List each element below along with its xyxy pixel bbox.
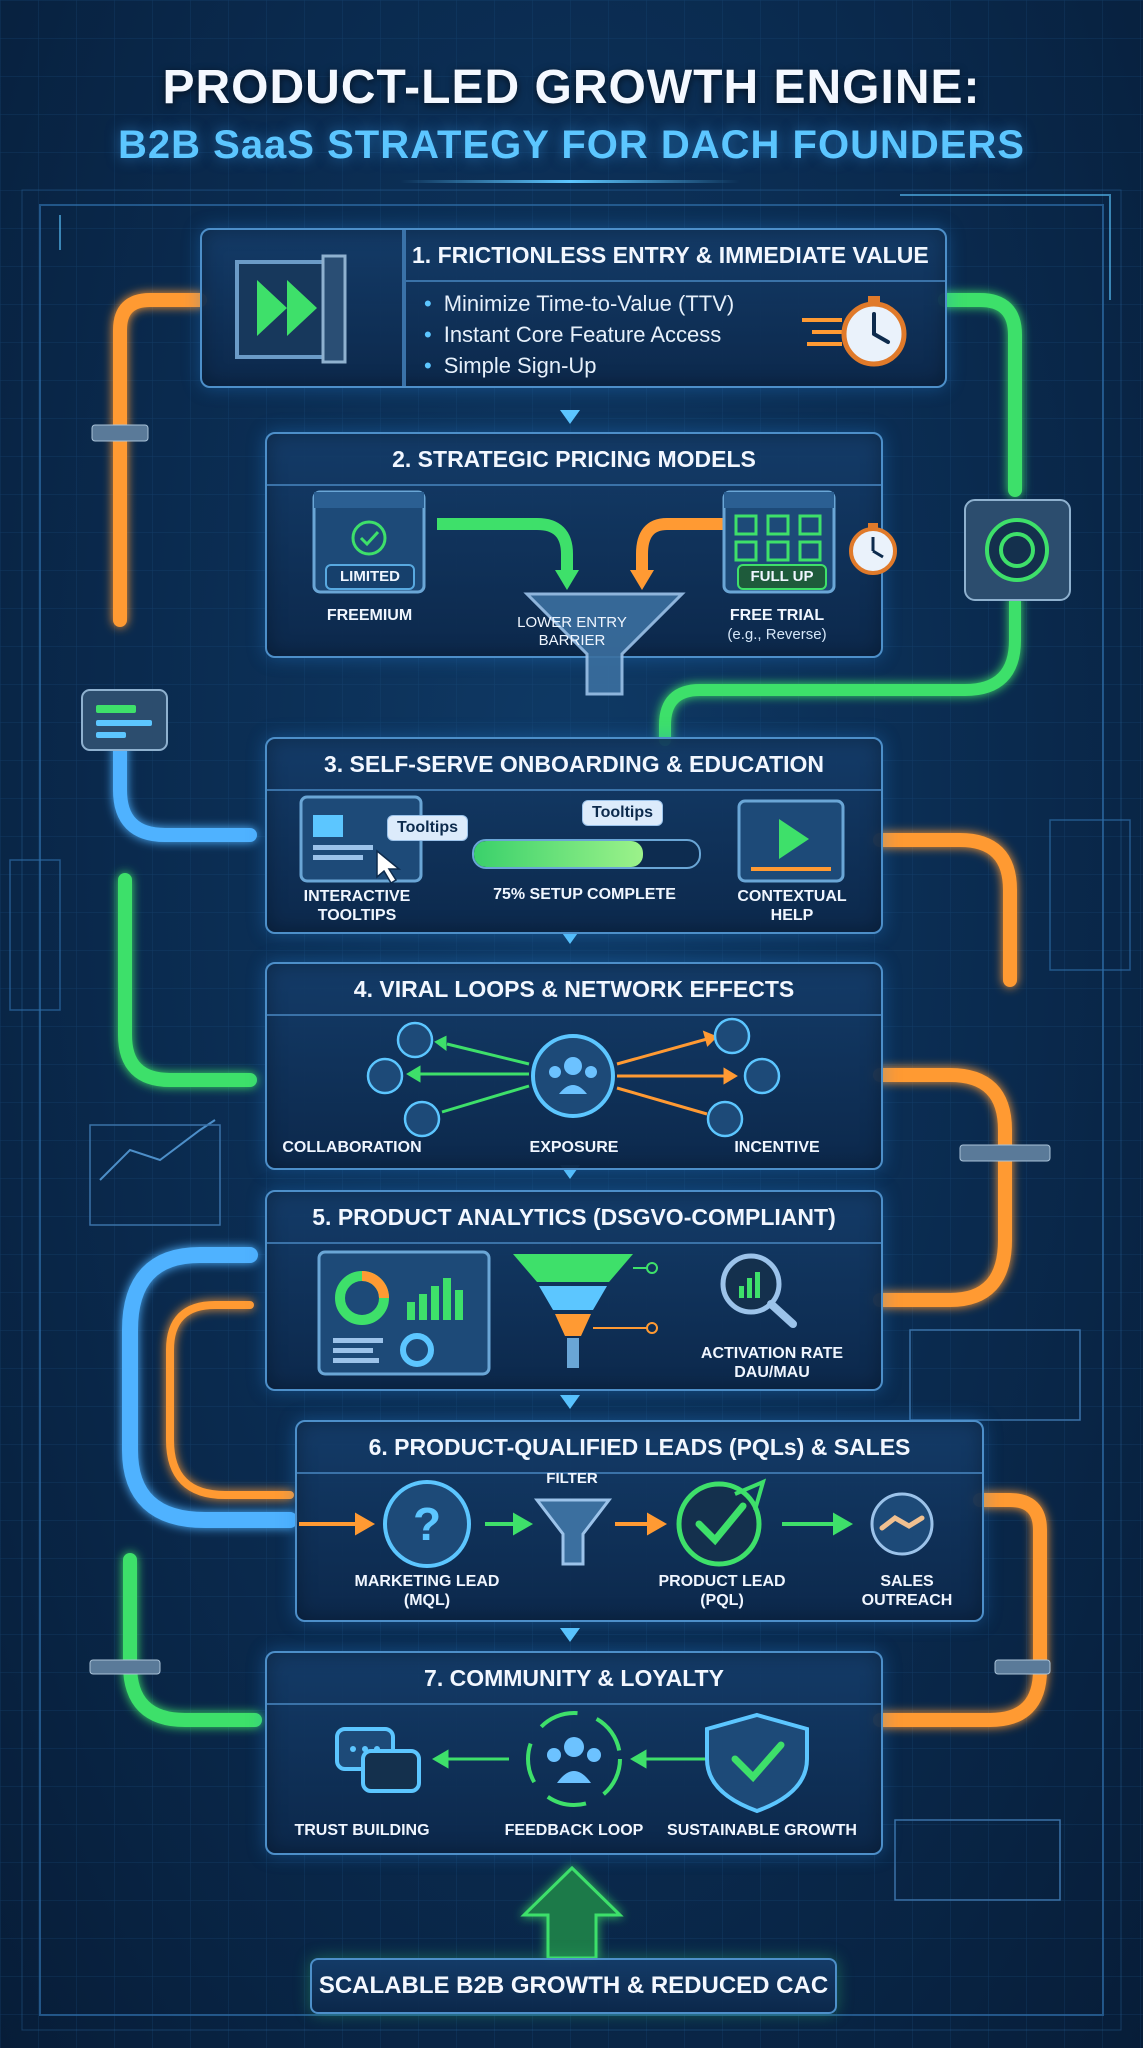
- sustainable-growth-label: SUSTAINABLE GROWTH: [667, 1822, 857, 1839]
- free-trial-note: (e.g., Reverse): [727, 626, 827, 643]
- free-trial-badge: FULL UP: [737, 564, 827, 590]
- stopwatch-icon: [802, 296, 907, 367]
- pipe-blue-left: [113, 713, 257, 842]
- step-5-title: 5. PRODUCT ANALYTICS (DSGVO-COMPLIANT): [312, 1204, 836, 1230]
- funnel-icon: [437, 518, 777, 696]
- community-icons: [335, 1711, 809, 1814]
- step-5-panel: 5. PRODUCT ANALYTICS (DSGVO-COMPLIANT) A…: [265, 1190, 883, 1391]
- pipe-orange-right: [873, 833, 1017, 987]
- trust-building-label: TRUST BUILDING: [294, 1822, 430, 1839]
- stopwatch-icon: [849, 523, 897, 575]
- list-item: Minimize Time-to-Value (TTV): [424, 288, 735, 319]
- growth-up-arrow: [520, 1865, 624, 1960]
- lead-flow-icons: ?: [299, 1478, 934, 1568]
- pipe-orange-loop: [166, 1301, 294, 1499]
- pql-label: PRODUCT LEAD (PQL): [658, 1573, 786, 1609]
- pipe-green-left: [118, 873, 257, 1087]
- interactive-tooltips-label: INTERACTIVE TOOLTIPS: [303, 888, 411, 924]
- collaboration-label: COLLABORATION: [282, 1139, 422, 1156]
- step-7-panel: 7. COMMUNITY & LOYALTY TRUST BUILDING FE…: [265, 1651, 883, 1855]
- outcome-banner: SCALABLE B2B GROWTH & REDUCED CAC: [310, 1958, 837, 2014]
- step-4-title: 4. VIRAL LOOPS & NETWORK EFFECTS: [353, 976, 795, 1002]
- pipe-green-left-bottom: [123, 1553, 262, 1727]
- pipe-coupler: [89, 1659, 161, 1675]
- feedback-loop-label: FEEDBACK LOOP: [504, 1822, 644, 1839]
- progress-label: 75% SETUP COMPLETE: [493, 886, 676, 903]
- pipe-green-right-mid: [659, 594, 1021, 746]
- contextual-help-label: CONTEXTUAL HELP: [737, 888, 847, 924]
- list-item: Simple Sign-Up: [424, 350, 734, 381]
- page-title: PRODUCT-LED GROWTH ENGINE:: [162, 61, 981, 114]
- step-6-panel: 6. PRODUCT-QUALIFIED LEADS (PQLs) & SALE…: [295, 1420, 984, 1622]
- step-1-bullets: Minimize Time-to-Value (TTV) Instant Cor…: [424, 288, 735, 381]
- pipe-coupler: [959, 1144, 1051, 1162]
- conversion-funnel-icon: [513, 1254, 658, 1368]
- free-trial-label: FREE TRIAL: [729, 607, 825, 624]
- pipe-orange-left-top: [113, 293, 207, 627]
- svg-text:?: ?: [413, 1498, 441, 1550]
- step-1-title: 1. FRICTIONLESS ENTRY & IMMEDIATE VALUE: [412, 242, 929, 268]
- exposure-label: EXPOSURE: [529, 1139, 619, 1156]
- network-effects-icon: [366, 1017, 781, 1138]
- step-4-panel: 4. VIRAL LOOPS & NETWORK EFFECTS COLLABO…: [265, 962, 883, 1170]
- pipe-coupler: [91, 424, 149, 442]
- incentive-label: INCENTIVE: [734, 1139, 820, 1156]
- play-video-icon: [737, 799, 845, 883]
- page-subtitle: B2B SaaS STRATEGY FOR DACH FOUNDERS: [118, 123, 1025, 167]
- pipe-orange-right-2: [873, 1068, 1012, 1307]
- step-3-panel: 3. SELF-SERVE ONBOARDING & EDUCATION Too…: [265, 737, 883, 934]
- setup-progress-bar: [472, 839, 701, 869]
- activation-rate-label: ACTIVATION RATE DAU/MAU: [700, 1345, 844, 1381]
- step-7-title: 7. COMMUNITY & LOYALTY: [424, 1665, 724, 1691]
- step-3-title: 3. SELF-SERVE ONBOARDING & EDUCATION: [323, 751, 825, 777]
- magnifier-chart-icon: [720, 1253, 797, 1328]
- setup-progress-fill: [474, 841, 643, 867]
- analytics-dashboard-icon: [317, 1250, 491, 1376]
- step-6-title: 6. PRODUCT-QUALIFIED LEADS (PQLs) & SALE…: [368, 1434, 911, 1460]
- funnel-label: LOWER ENTRY BARRIER: [517, 614, 627, 649]
- mql-label: MARKETING LEAD (MQL): [354, 1573, 500, 1609]
- sales-outreach-label: SALES OUTREACH: [861, 1573, 953, 1609]
- filter-label: FILTER: [546, 1470, 598, 1487]
- pipe-blue-loop: [122, 1247, 298, 1528]
- step-2-panel: 2. STRATEGIC PRICING MODELS LIMITED FREE…: [265, 432, 897, 696]
- tooltip-chip: Tooltips: [387, 815, 469, 841]
- freemium-badge: LIMITED: [325, 564, 415, 590]
- header: PRODUCT-LED GROWTH ENGINE: B2B SaaS STRA…: [0, 60, 1143, 168]
- tooltip-chip: Tooltips: [582, 800, 664, 826]
- title-divider: [400, 180, 740, 183]
- pipe-coupler: [994, 1659, 1051, 1675]
- pipe-green-right-top: [938, 293, 1022, 497]
- freemium-label: FREEMIUM: [326, 607, 413, 624]
- list-item: Instant Core Feature Access: [424, 319, 734, 350]
- door-fast-forward-icon: [235, 254, 347, 364]
- step-2-title: 2. STRATEGIC PRICING MODELS: [392, 446, 756, 472]
- step-1-panel: 1. FRICTIONLESS ENTRY & IMMEDIATE VALUE …: [200, 228, 947, 388]
